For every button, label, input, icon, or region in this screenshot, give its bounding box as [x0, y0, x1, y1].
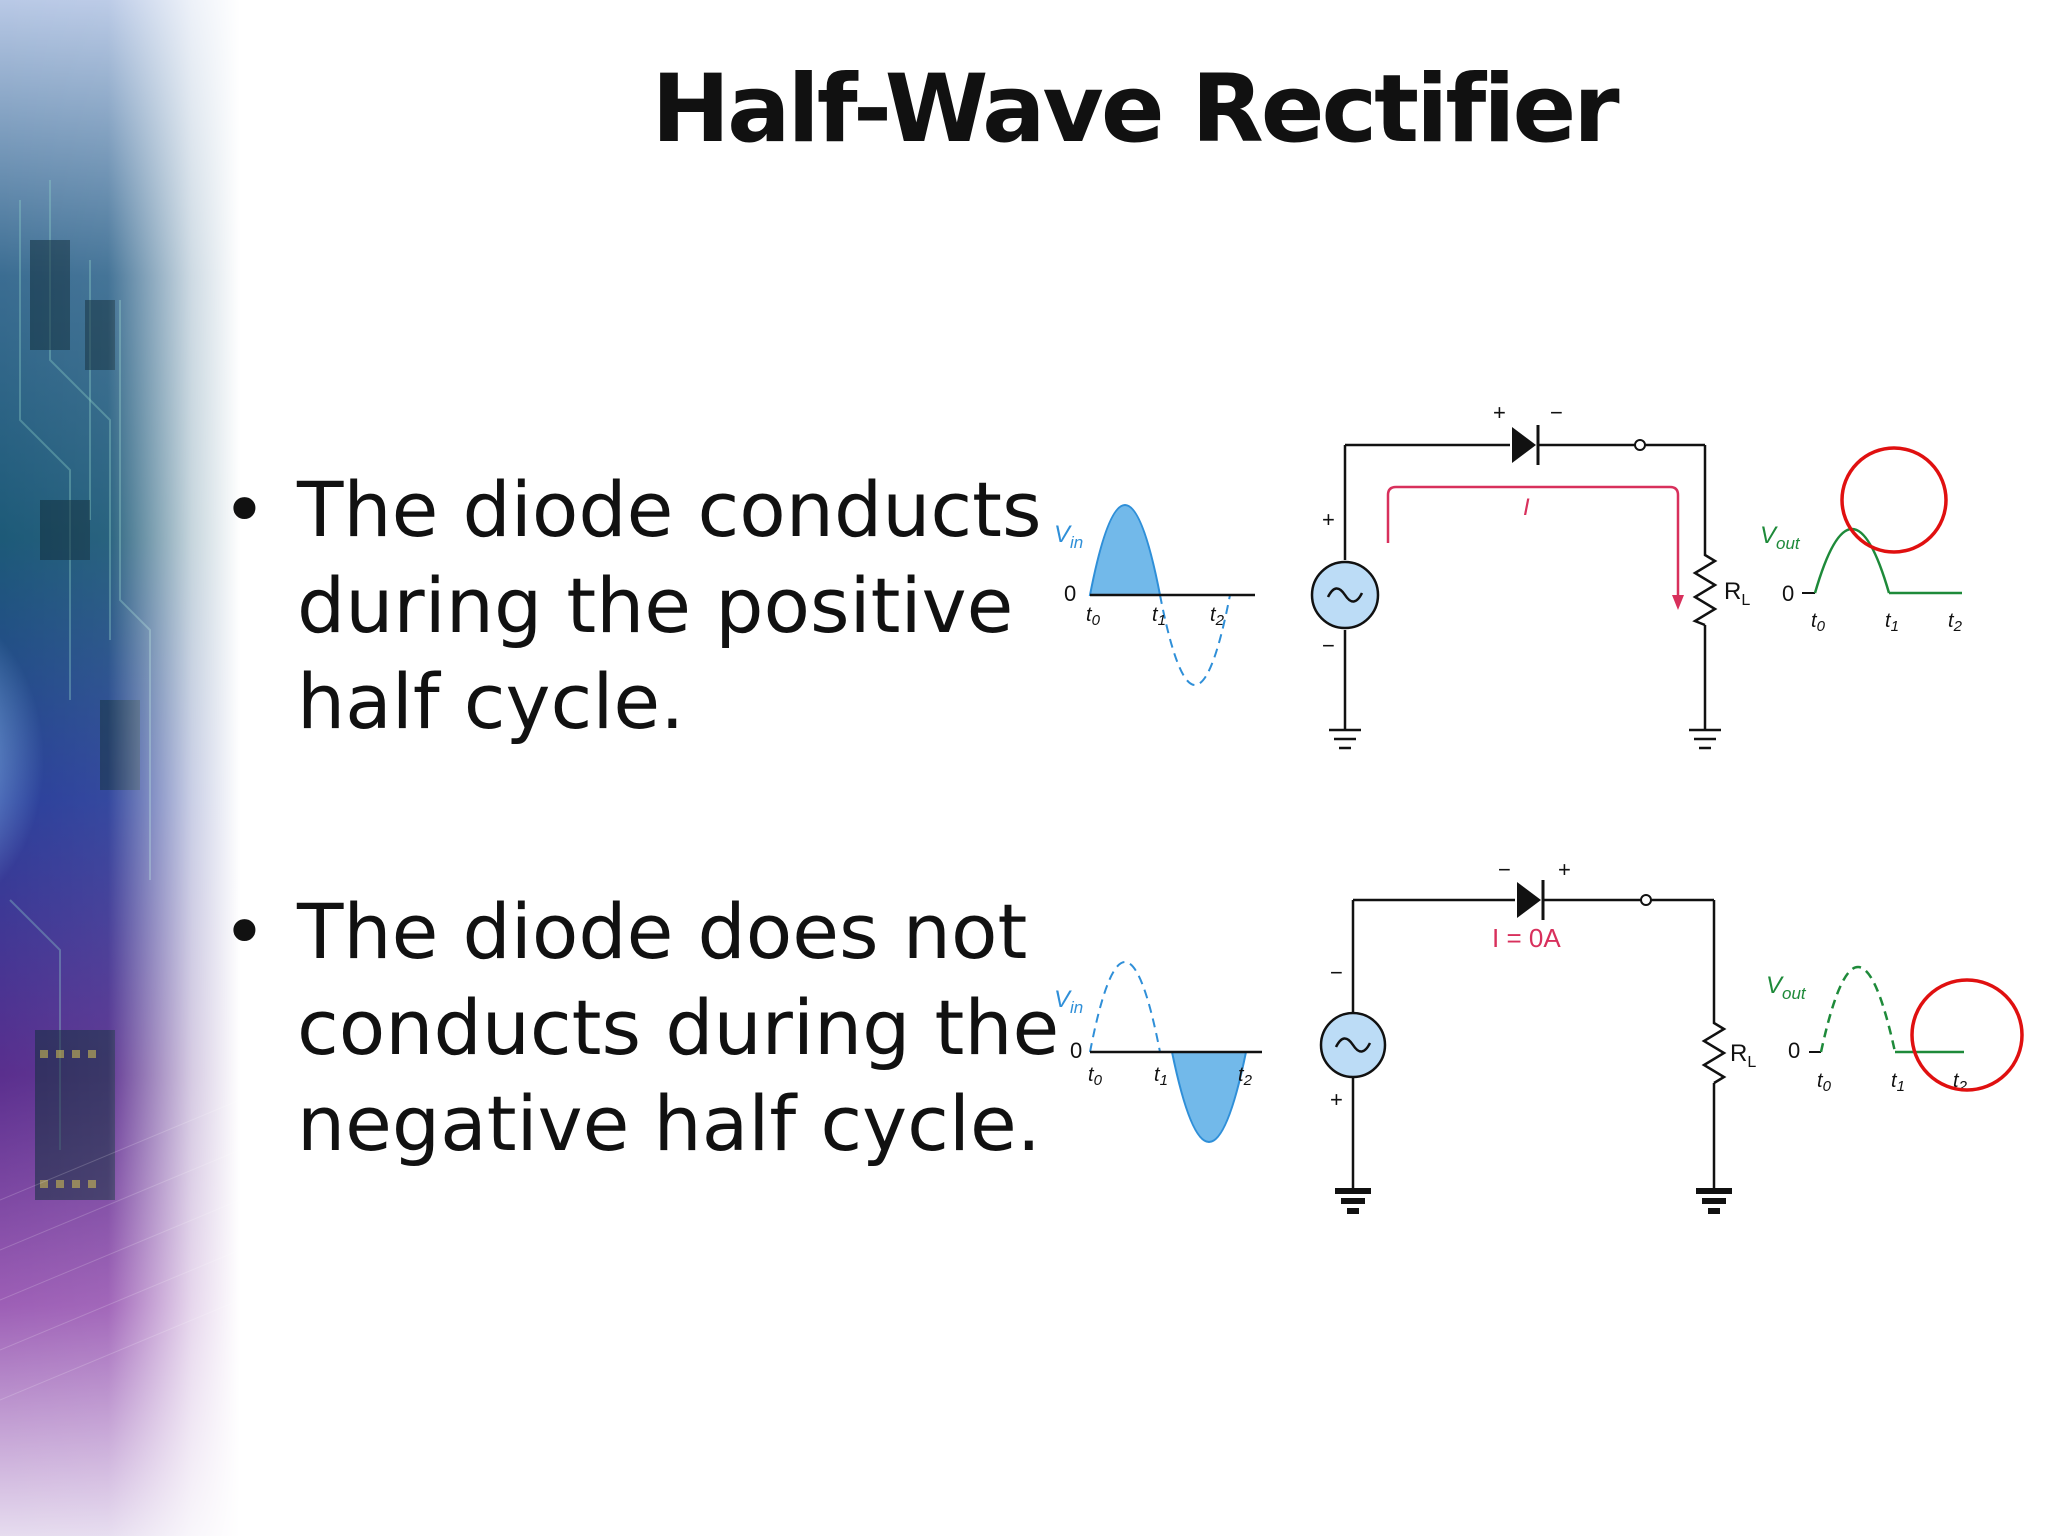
current-label: I	[1523, 494, 1530, 521]
t0-label: t0	[1088, 1064, 1103, 1089]
vout-label: Vout	[1760, 522, 1801, 553]
diode-icon	[1512, 425, 1540, 465]
zero-label: 0	[1070, 1038, 1082, 1063]
source-plus-label: +	[1330, 1087, 1343, 1112]
decorative-circuit-strip	[0, 0, 240, 1536]
slide-title: Half-Wave Rectifier	[651, 55, 1619, 164]
output-terminal	[1640, 894, 1652, 906]
zero-label: 0	[1788, 1038, 1800, 1063]
input-waveform	[1088, 504, 1255, 686]
output-waveform	[1809, 966, 1964, 1054]
bullet-line: negative half cycle.	[297, 1079, 1041, 1168]
output-terminal	[1634, 439, 1646, 451]
t0-label: t0	[1811, 610, 1826, 635]
bullet-line: The diode does not	[297, 887, 1028, 976]
output-waveform	[1802, 528, 1962, 595]
diode-icon	[1517, 880, 1545, 920]
bullet-line: The diode conducts	[297, 465, 1042, 554]
t1-label: t1	[1891, 1070, 1905, 1095]
source-plus-label: +	[1322, 507, 1335, 532]
negative-half-cycle-diagram: Vin 0 t0 t1 t2 − + I = 0A − +	[1040, 855, 2040, 1235]
t0-label: t0	[1086, 604, 1101, 629]
ac-source-icon	[1319, 1011, 1387, 1079]
ground-icon	[1335, 1188, 1371, 1214]
t0-label: t0	[1817, 1070, 1832, 1095]
diode-plus-label: +	[1493, 400, 1506, 425]
circuit-wires	[1351, 898, 1716, 1190]
t1-label: t1	[1152, 604, 1166, 629]
resistor-icon	[1701, 1015, 1727, 1085]
bullet-dot-icon: •	[222, 465, 267, 554]
t1-label: t1	[1154, 1064, 1168, 1089]
highlight-circle	[1840, 446, 1948, 554]
positive-half-cycle-diagram: Vin 0 t0 t1 t2 + − + −	[1040, 395, 2040, 775]
ground-icon	[1329, 728, 1361, 750]
resistor-icon	[1692, 545, 1718, 627]
bullet-item-negative: • The diode does not conducts during the…	[222, 884, 1060, 1172]
source-minus-label: −	[1330, 960, 1343, 985]
t2-label: t2	[1238, 1064, 1253, 1089]
ground-icon	[1696, 1188, 1732, 1214]
zero-label: 0	[1782, 581, 1794, 606]
bullet-line: half cycle.	[297, 657, 685, 746]
zero-label: 0	[1064, 581, 1076, 606]
input-waveform	[1089, 961, 1262, 1143]
vin-label: Vin	[1054, 521, 1083, 552]
circuit-wires	[1343, 443, 1707, 730]
t2-label: t2	[1210, 604, 1225, 629]
load-label: RL	[1724, 578, 1750, 609]
diode-minus-label: −	[1498, 857, 1511, 882]
load-label: RL	[1730, 1040, 1756, 1071]
bullet-line: during the positive	[297, 561, 1014, 650]
t2-label: t2	[1953, 1070, 1968, 1095]
bullet-line: conducts during the	[297, 983, 1060, 1072]
ac-source-icon	[1310, 560, 1380, 630]
t1-label: t1	[1885, 610, 1899, 635]
t2-label: t2	[1948, 610, 1963, 635]
highlight-circle	[1910, 978, 2024, 1092]
current-flow-arrow	[1386, 485, 1684, 610]
diode-plus-label: +	[1558, 857, 1571, 882]
ground-icon	[1689, 728, 1721, 750]
current-label: I = 0A	[1492, 923, 1561, 953]
bullet-dot-icon: •	[222, 887, 267, 976]
vin-label: Vin	[1054, 986, 1083, 1017]
vout-label: Vout	[1766, 972, 1807, 1003]
diode-minus-label: −	[1550, 400, 1563, 425]
source-minus-label: −	[1322, 633, 1335, 658]
bullet-item-positive: • The diode conducts during the positive…	[222, 462, 1042, 750]
